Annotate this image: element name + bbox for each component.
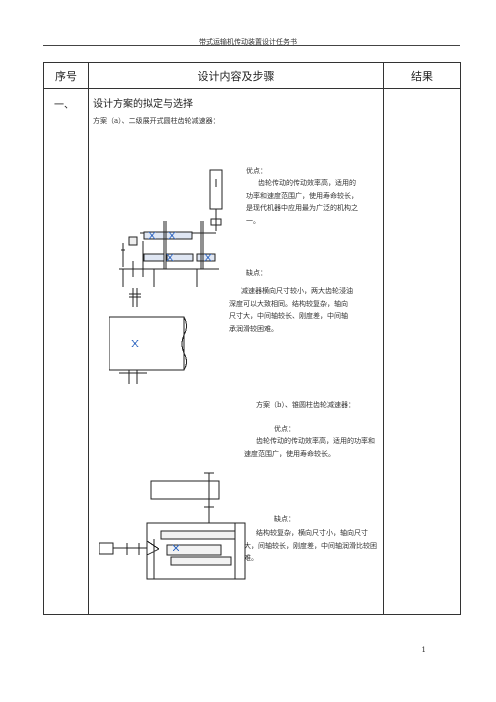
col-header-seq: 序号: [43, 62, 89, 89]
motor-block: [209, 169, 223, 210]
result-cell: [383, 88, 461, 615]
section-number: 一、: [54, 100, 74, 111]
content-cell: 设计方案的拟定与选择 方案（a）、二级展开式圆柱齿轮减速器： 优点： 齿轮传动的…: [88, 88, 384, 615]
col-header-content: 设计内容及步骤: [88, 62, 384, 89]
page-header: 带式运输机传动装置设计任务书: [199, 38, 297, 46]
drum-block: [150, 480, 220, 500]
plan-b-title: 方案（b）、锥圆柱齿轮减速器：: [256, 401, 355, 409]
col-header-result: 结果: [383, 62, 461, 89]
header-rule: [43, 45, 460, 46]
plan-a-diagram: [109, 169, 223, 384]
task-table: 序号 设计内容及步骤 结果 一、 设计方案的拟定与选择 方案（a）、二级展开式圆…: [43, 62, 461, 615]
plan-a-pros-label: 优点：: [246, 167, 267, 175]
drum-block: [109, 316, 185, 371]
plan-b-pros-text: 齿轮传动的传动效率高，适用的功率和速度范围广，使用寿命较长。: [244, 437, 375, 458]
plan-b-cons-label: 缺点：: [274, 515, 295, 523]
plan-a-title: 方案（a）、二级展开式圆柱齿轮减速器：: [93, 117, 220, 125]
motor-block: [99, 542, 114, 555]
plan-b-cons-text: 结构较复杂，横向尺寸小，轴向尺寸大，间轴较长，刚度差，中间轴润滑比较困难。: [244, 529, 377, 562]
plan-a-cons-label: 缺点：: [246, 269, 267, 277]
plan-a-cons-text: 减速器横向尺寸较小，两大齿轮浸油深度可以大致相同。结构较复杂，轴向尺寸大，中间轴…: [229, 287, 353, 333]
section-title: 设计方案的拟定与选择: [93, 99, 193, 110]
gearbox-block: [146, 522, 246, 580]
plan-b-diagram: [99, 472, 246, 580]
plan-b-pros-label: 优点：: [274, 425, 295, 433]
plan-a-pros-text: 齿轮传动的传动效率高，适用的功率和速度范围广，使用寿命较长，是现代机器中应用最为…: [246, 179, 358, 225]
seq-cell: 一、: [43, 88, 89, 615]
page-number: 1: [421, 646, 426, 654]
